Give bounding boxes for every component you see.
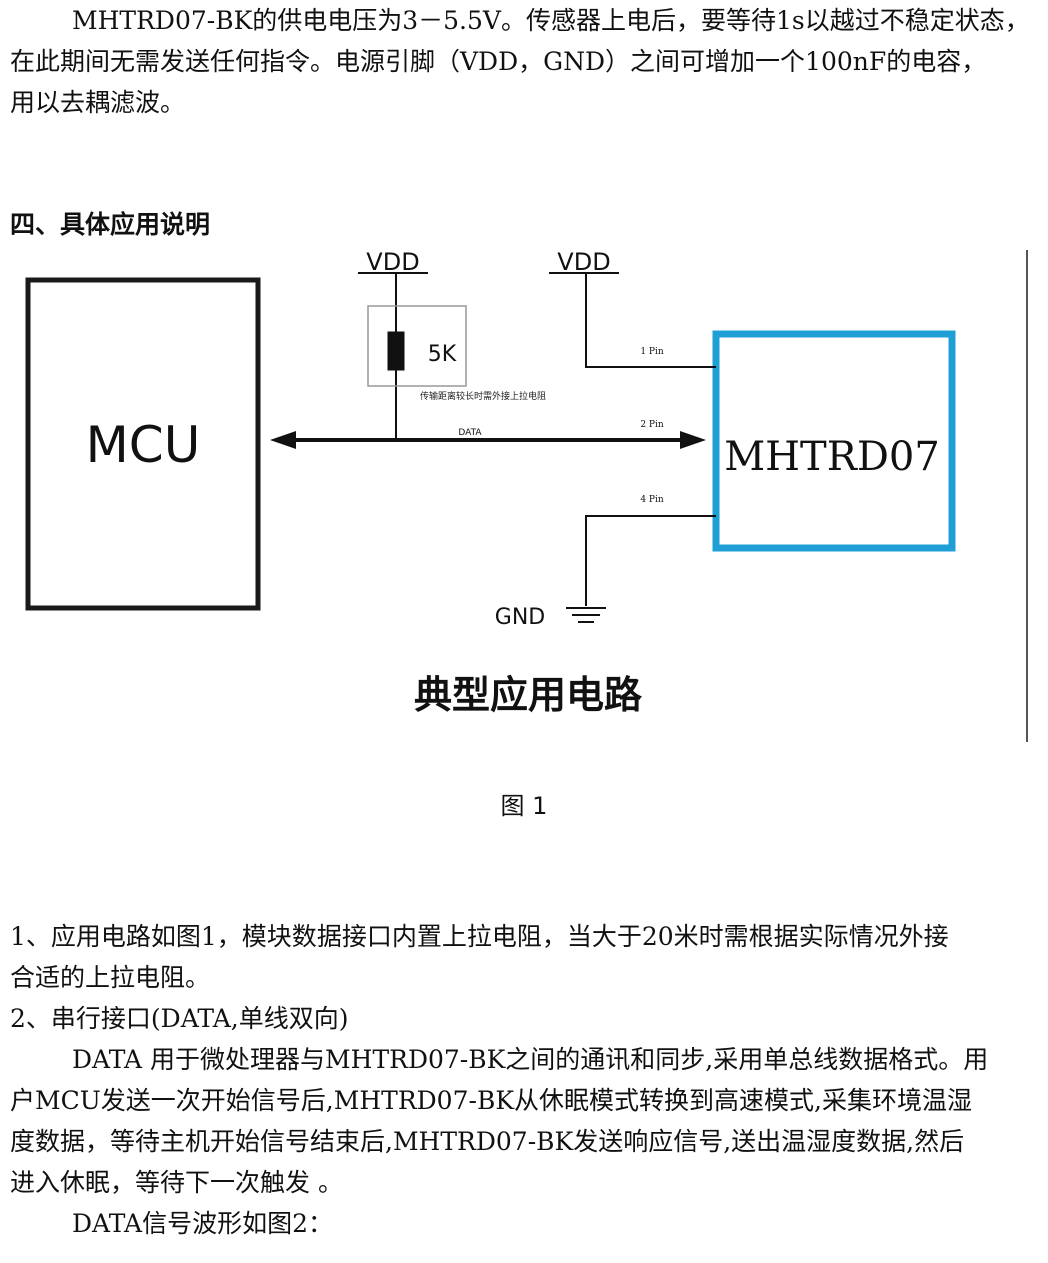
p4-line-1-text: DATA信号波形如图2： (72, 1209, 333, 1238)
module-box (712, 330, 956, 552)
resistor-symbol (387, 331, 405, 371)
ground-symbol (566, 607, 606, 623)
section-heading: 四、具体应用说明 (10, 210, 211, 239)
pin4-wire (585, 515, 716, 606)
p2-heading: 2、串行接口(DATA,单线双向) (10, 1004, 349, 1033)
intro-line-3: 用以去耦滤波。 (10, 88, 186, 117)
intro-line-1-text: MHTRD07-BK的供电电压为3－5.5V。传感器上电后，要等待1s以越过不稳… (72, 6, 1030, 35)
figure-title: 典型应用电路 (414, 673, 643, 717)
p3-line-1: DATA 用于微处理器与MHTRD07-BK之间的通讯和同步,采用单总线数据格式… (10, 1039, 1046, 1080)
mcu-label: MCU (86, 416, 201, 474)
figure-caption: 图 1 (500, 792, 548, 820)
intro-line-2: 在此期间无需发送任何指令。电源引脚（VDD，GND）之间可增加一个100nF的电… (10, 47, 987, 76)
p3-line-3: 度数据，等待主机开始信号结束后,MHTRD07-BK发送响应信号,送出温湿度数据… (10, 1127, 965, 1156)
p3-line-1-text: DATA 用于微处理器与MHTRD07-BK之间的通讯和同步,采用单总线数据格式… (72, 1045, 989, 1074)
application-circuit-figure: MCU MHTRD07 VDD 5K 传输距离较长时需外接上拉电阻 DATA 2… (25, 248, 1028, 742)
p1-line-2: 合适的上拉电阻。 (10, 963, 211, 992)
pin4-label: 4 Pin (640, 495, 664, 505)
pin2-label: 2 Pin (640, 420, 664, 430)
p3-line-2: 户MCU发送一次开始信号后,MHTRD07-BK从休眠模式转换到高速模式,采集环… (10, 1086, 972, 1115)
pullup-note: 传输距离较长时需外接上拉电阻 (420, 390, 546, 402)
intro-line-1: MHTRD07-BK的供电电压为3－5.5V。传感器上电后，要等待1s以越过不稳… (10, 0, 1046, 41)
data-label: DATA (458, 428, 482, 438)
vdd-left-label: VDD (366, 248, 419, 276)
p1-line-1: 1、应用电路如图1，模块数据接口内置上拉电阻，当大于20米时需根据实际情况外接 (10, 922, 949, 951)
mcu-box (25, 277, 261, 611)
pin1-wire (585, 273, 716, 368)
data-arrow-right (680, 431, 706, 449)
pin1-label: 1 Pin (640, 347, 664, 357)
vdd-right-label: VDD (557, 248, 610, 276)
gnd-label: GND (495, 605, 545, 630)
p3-line-4: 进入休眠，等待下一次触发 。 (10, 1168, 343, 1197)
module-label: MHTRD07 (724, 434, 940, 480)
data-arrow-left (270, 431, 296, 449)
resistor-label: 5K (428, 342, 457, 367)
resistor-frame (367, 305, 467, 387)
p4-line-1: DATA信号波形如图2： (10, 1203, 1046, 1244)
